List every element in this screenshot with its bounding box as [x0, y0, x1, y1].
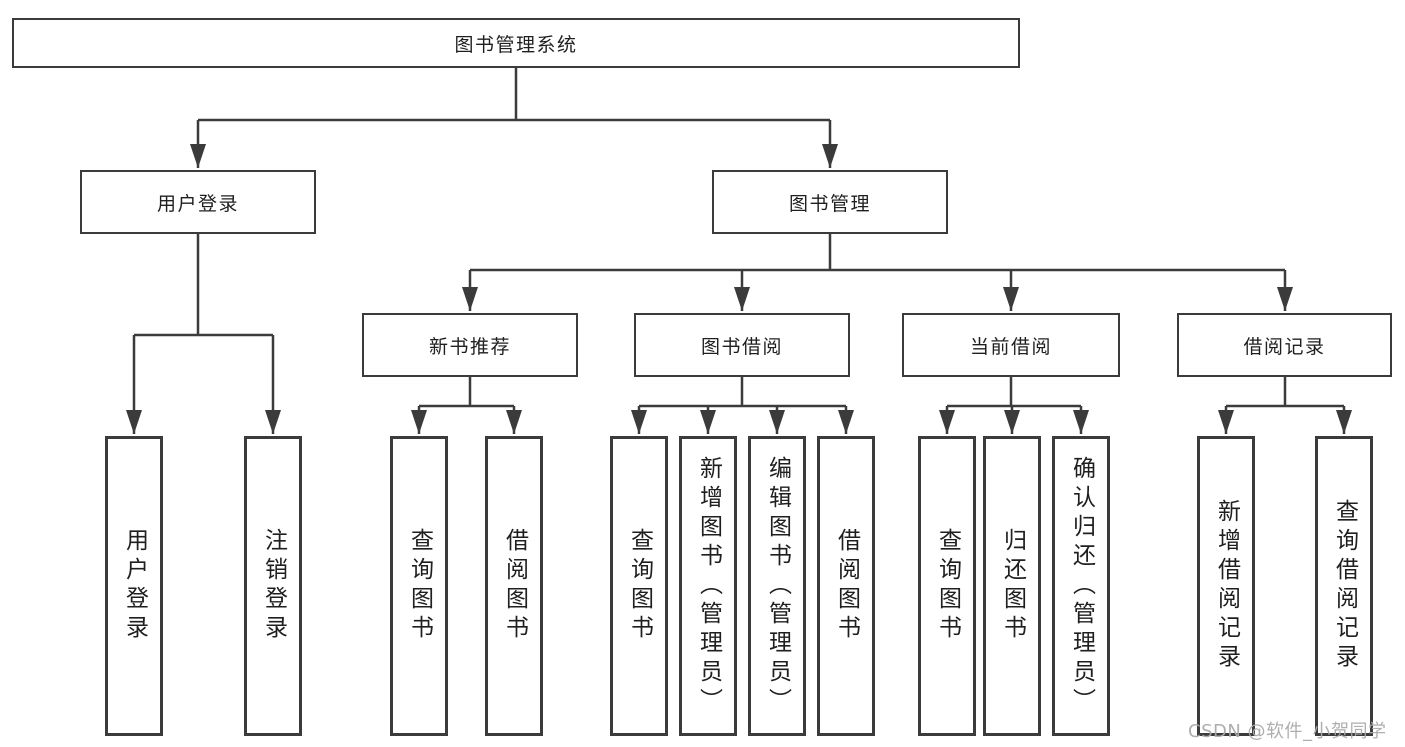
- leaf-add-books-admin: 新增图书（管理员）: [679, 436, 737, 736]
- node-user-login: 用户登录: [80, 170, 316, 234]
- leaf-query-books-current: 查询图书: [918, 436, 976, 736]
- leaf-label: 新增图书（管理员）: [695, 455, 722, 717]
- leaf-label: 借阅图书: [501, 528, 528, 644]
- leaf-label: 查询图书: [626, 528, 653, 644]
- leaf-label: 归还图书: [999, 528, 1026, 644]
- leaf-label: 查询借阅记录: [1331, 499, 1358, 673]
- node-label: 图书借阅: [700, 335, 783, 358]
- node-current-borrowing: 当前借阅: [902, 313, 1120, 377]
- leaf-edit-books-admin: 编辑图书（管理员）: [748, 436, 806, 736]
- csdn-watermark: CSDN @软件_小贺同学: [1188, 721, 1387, 742]
- leaf-return-books: 归还图书: [983, 436, 1041, 736]
- leaf-logout: 注销登录: [244, 436, 302, 736]
- leaf-label: 查询图书: [406, 528, 433, 644]
- node-label: 当前借阅: [969, 335, 1052, 358]
- leaf-confirm-return-admin: 确认归还（管理员）: [1052, 436, 1110, 736]
- leaf-label: 用户登录: [121, 528, 148, 644]
- leaf-borrow-books-recommend: 借阅图书: [485, 436, 543, 736]
- leaf-label: 新增借阅记录: [1213, 499, 1240, 673]
- leaf-label: 注销登录: [260, 528, 287, 644]
- node-label: 图书管理: [788, 192, 871, 215]
- leaf-label: 确认归还（管理员）: [1068, 455, 1095, 717]
- leaf-label: 查询图书: [934, 528, 961, 644]
- node-borrowing-records: 借阅记录: [1177, 313, 1392, 377]
- leaf-borrow-books: 借阅图书: [817, 436, 875, 736]
- leaf-user-login: 用户登录: [105, 436, 163, 736]
- node-new-book-recommendation: 新书推荐: [362, 313, 578, 377]
- node-label: 新书推荐: [428, 335, 511, 358]
- node-book-management: 图书管理: [712, 170, 948, 234]
- node-label: 图书管理系统: [454, 33, 578, 56]
- leaf-query-books-borrow: 查询图书: [610, 436, 668, 736]
- leaf-label: 借阅图书: [833, 528, 860, 644]
- node-library-management-system: 图书管理系统: [12, 18, 1020, 68]
- leaf-label: 编辑图书（管理员）: [764, 455, 791, 717]
- node-label: 借阅记录: [1243, 335, 1326, 358]
- leaf-query-borrow-record: 查询借阅记录: [1315, 436, 1373, 736]
- leaf-query-books-recommend: 查询图书: [390, 436, 448, 736]
- node-book-borrowing: 图书借阅: [634, 313, 850, 377]
- leaf-add-borrow-record: 新增借阅记录: [1197, 436, 1255, 736]
- node-label: 用户登录: [156, 192, 239, 215]
